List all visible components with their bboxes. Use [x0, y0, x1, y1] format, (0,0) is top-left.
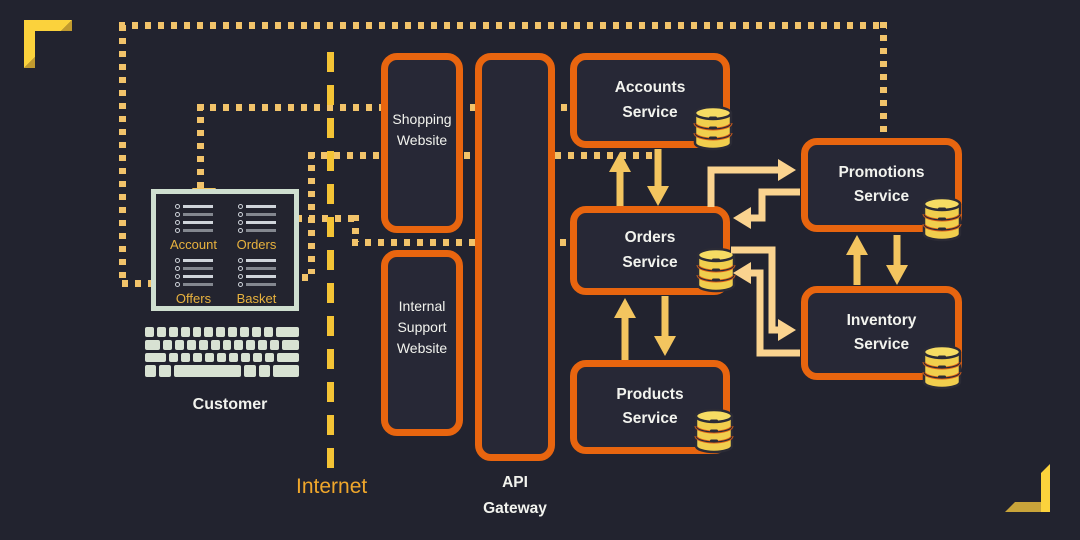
dotted-connector-promotions-to-offers	[122, 280, 164, 287]
keyboard-key	[145, 352, 166, 363]
accounts-database-icon	[692, 105, 734, 151]
keyboard-key	[192, 352, 202, 363]
promotions-database-icon	[921, 196, 963, 242]
keyboard-key	[263, 327, 273, 337]
keyboard-key	[175, 339, 184, 350]
keyboard-key	[234, 339, 244, 350]
database-icon	[696, 247, 736, 293]
screen-item-label: Offers	[175, 291, 212, 306]
screen-item-label: Basket	[236, 291, 277, 306]
internal-support-website-label: Internal Support Website	[396, 297, 448, 356]
keyboard-key	[168, 352, 178, 363]
keyboard-key	[282, 339, 299, 350]
keyboard-key	[240, 327, 250, 337]
orders-database-icon	[695, 247, 737, 293]
keyboard-key	[273, 365, 299, 378]
api-gateway-label: API Gateway	[483, 474, 547, 517]
dotted-connector-basket	[308, 152, 315, 274]
screen-item-basket: Basket	[231, 258, 282, 306]
keyboard-key	[228, 352, 238, 363]
internet-label: Internet	[296, 475, 368, 498]
keyboard-key	[210, 339, 220, 350]
api-gateway-node	[475, 53, 555, 461]
list-icon	[237, 258, 276, 287]
database-icon	[693, 105, 733, 151]
keyboard-key	[180, 352, 190, 363]
dotted-connector-orders-to-orders	[283, 215, 355, 222]
products-service-node: Products Service	[570, 360, 730, 454]
keyboard-key	[270, 339, 280, 350]
elbow-arrows	[707, 166, 800, 357]
keyboard-key	[240, 352, 250, 363]
keyboard-key	[216, 352, 226, 363]
corner-bracket-bottom-right-icon	[1005, 464, 1050, 512]
shopping-website-node: Shopping Website	[381, 53, 463, 233]
database-icon	[922, 344, 962, 390]
keyboard-icon	[145, 327, 299, 378]
keyboard-key	[244, 365, 256, 378]
dotted-connector-accounts-to-account	[197, 104, 204, 188]
keyboard-key	[173, 365, 242, 378]
dotted-connector-promotions-to-offers	[119, 22, 887, 29]
internet-divider-line	[327, 52, 334, 470]
orders-service-label: Orders Service	[622, 229, 678, 271]
keyboard-key	[258, 339, 268, 350]
dotted-connector-orders-to-orders	[352, 215, 359, 242]
list-icon	[174, 204, 213, 233]
dotted-connector-orders-to-orders	[352, 239, 568, 246]
list-icon	[174, 258, 213, 287]
keyboard-key	[156, 327, 166, 337]
keyboard-key	[275, 327, 299, 337]
vertical-arrows	[609, 149, 908, 360]
keyboard-key	[222, 339, 232, 350]
shopping-website-label: Shopping Website	[392, 111, 452, 148]
keyboard-key	[246, 339, 256, 350]
products-database-icon	[693, 408, 735, 454]
products-service-label: Products Service	[616, 385, 684, 427]
keyboard-key	[216, 327, 226, 337]
screen-item-label: Orders	[236, 237, 277, 252]
keyboard-key	[258, 365, 270, 378]
keyboard-key	[145, 365, 157, 378]
screen-item-offers: Offers	[168, 258, 219, 306]
keyboard-key	[204, 327, 214, 337]
keyboard-key	[204, 352, 214, 363]
promotions-service-label: Promotions Service	[838, 163, 925, 205]
keyboard-key	[276, 352, 299, 363]
accounts-service-label: Accounts Service	[614, 79, 686, 121]
screen-item-account: Account	[168, 204, 219, 252]
keyboard-key	[264, 352, 274, 363]
inventory-service-label: Inventory Service	[846, 311, 917, 353]
database-icon	[694, 408, 734, 454]
customer-label: Customer	[192, 396, 268, 413]
keyboard-key	[180, 327, 190, 337]
keyboard-key	[252, 327, 261, 337]
keyboard-key	[145, 339, 161, 350]
list-icon	[237, 204, 276, 233]
dotted-connector-promotions-to-offers	[119, 25, 126, 283]
database-icon	[922, 196, 962, 242]
keyboard-key	[168, 327, 178, 337]
keyboard-key	[228, 327, 238, 337]
keyboard-key	[186, 339, 196, 350]
dotted-connector-basket	[289, 274, 315, 281]
keyboard-key	[159, 365, 171, 378]
keyboard-key	[198, 339, 208, 350]
keyboard-key	[163, 339, 173, 350]
keyboard-key	[192, 327, 202, 337]
keyboard-key	[145, 327, 154, 337]
accounts-service-node: Accounts Service	[570, 53, 730, 148]
inventory-database-icon	[921, 344, 963, 390]
screen-item-label: Account	[170, 237, 217, 252]
keyboard-key	[252, 352, 262, 363]
internal-support-website-node: Internal Support Website	[381, 250, 463, 436]
corner-bracket-top-left-icon	[24, 20, 72, 68]
screen-item-orders: Orders	[231, 204, 282, 252]
dotted-connector-promotions-to-offers	[880, 22, 887, 140]
elbow-arrowheads	[733, 159, 796, 341]
